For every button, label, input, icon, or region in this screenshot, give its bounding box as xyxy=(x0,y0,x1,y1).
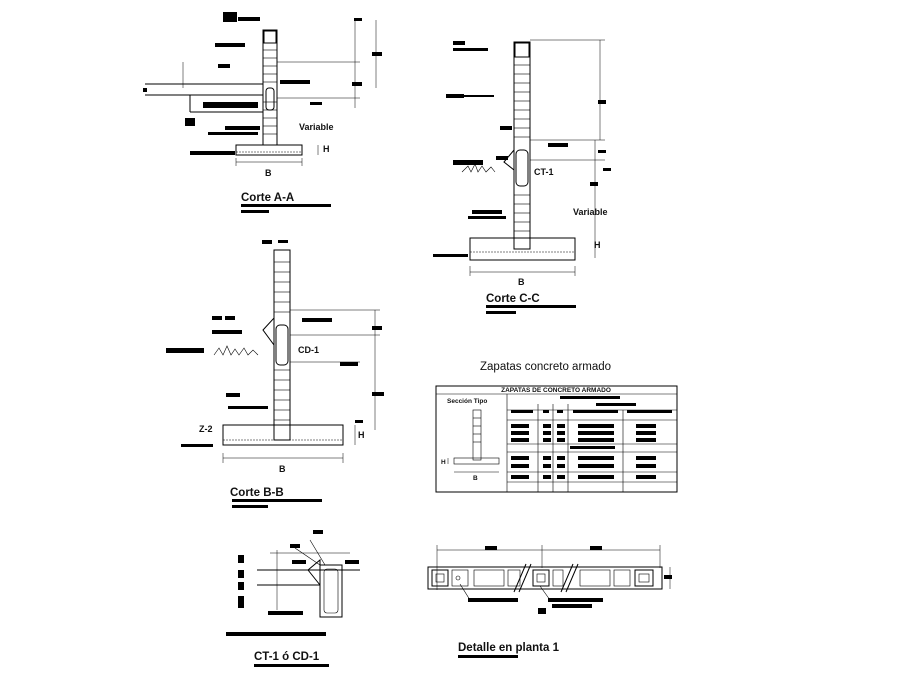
corte-aa-b-label: B xyxy=(265,168,272,178)
corte-cc-b-label: B xyxy=(518,277,525,287)
corte-cc-h-label: H xyxy=(594,240,601,250)
corte-bb-detail: CD-1 Z-2 H B Corte B-B xyxy=(166,240,384,508)
corte-bb-b-label: B xyxy=(279,464,286,474)
corte-bb-footing-label: Z-2 xyxy=(199,424,213,434)
corte-cc-element-label: CT-1 xyxy=(534,167,554,177)
ct-cd-detail: CT-1 ó CD-1 xyxy=(226,530,360,667)
corte-cc-title: Corte C-C xyxy=(486,293,540,305)
corte-bb-title: Corte B-B xyxy=(230,487,284,499)
corte-bb-h-label: H xyxy=(358,430,365,440)
corte-aa-detail: Variable H B Corte A-A xyxy=(143,12,382,213)
ct-cd-title: CT-1 ó CD-1 xyxy=(254,651,320,663)
zapatas-table-block: Zapatas concreto armado ZAPATAS DE CONCR… xyxy=(435,361,678,493)
corte-cc-detail: CT-1 Variable H B Corte C-C xyxy=(433,39,611,314)
corte-aa-title: Corte A-A xyxy=(241,192,294,204)
detalle-title: Detalle en planta 1 xyxy=(458,642,560,654)
detalle-planta-detail: Detalle en planta 1 xyxy=(427,545,672,658)
zapatas-section-label: Sección Tipo xyxy=(447,398,487,405)
corte-cc-variable-label: Variable xyxy=(573,207,608,217)
zapatas-table xyxy=(435,385,678,493)
corte-bb-element-label: CD-1 xyxy=(298,345,319,355)
zapatas-h-label: H xyxy=(441,459,446,466)
corte-aa-variable-label: Variable xyxy=(299,122,334,132)
zapatas-b-label: B xyxy=(473,475,478,482)
zapatas-table-header: ZAPATAS DE CONCRETO ARMADO xyxy=(501,387,611,394)
corte-aa-h-label: H xyxy=(323,144,330,154)
zapatas-title: Zapatas concreto armado xyxy=(480,361,611,373)
